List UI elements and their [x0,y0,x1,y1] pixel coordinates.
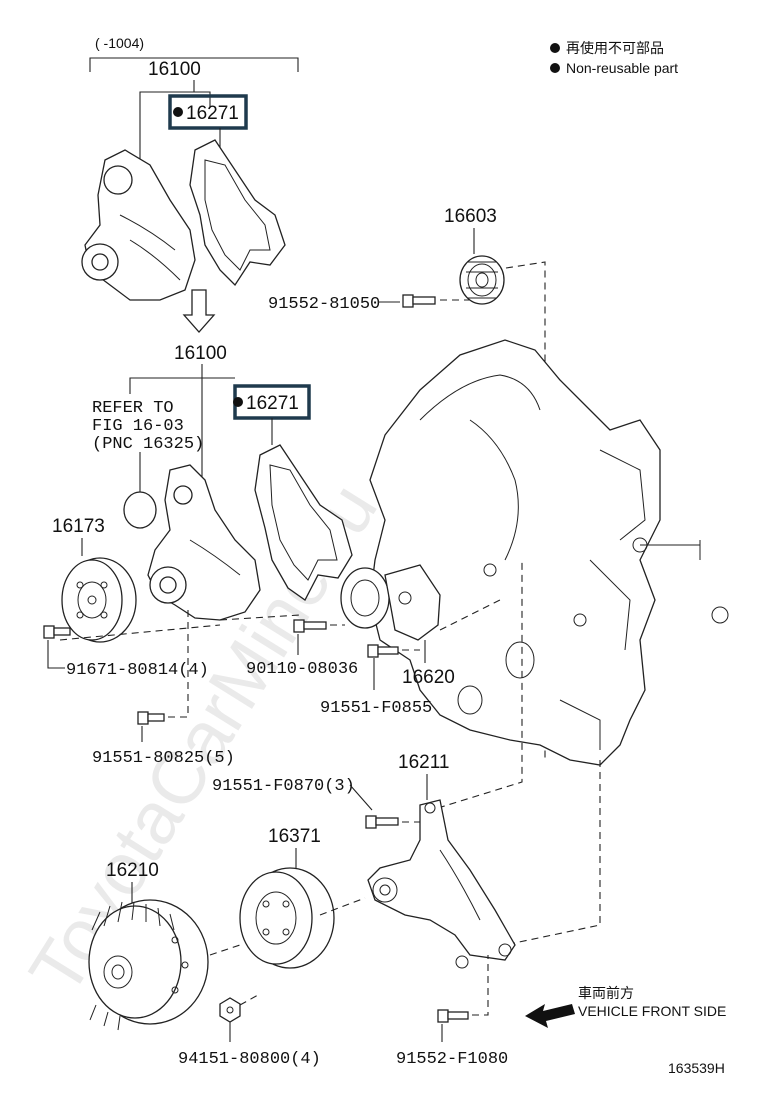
part-91671-80814: 91671-80814(4) [66,661,209,680]
figure-id: 163539H [668,1060,725,1076]
bolt-91671-80814 [43,625,71,639]
bolt-91552-F1080 [437,1009,469,1023]
part-91551-F0870: 91551-F0870(3) [212,777,355,796]
vehicle-front-arrow-icon [525,1004,575,1028]
refer-note-line2: FIG 16-03 [92,417,184,436]
part-16603: 16603 [444,206,497,227]
gasket-new [254,444,353,601]
part-16100-top: 16100 [148,59,201,80]
bolt-91552-81050 [402,294,436,308]
bolt-91551-F0870 [365,815,399,829]
part-91551-F0855: 91551-F0855 [320,699,432,718]
bracket-line [89,57,299,72]
non-reusable-dot-icon [550,63,560,73]
part-16211: 16211 [398,752,449,773]
part-16371: 16371 [268,826,321,847]
bolt-91551-F0855 [367,644,399,658]
fan-pulley-16371 [239,867,335,969]
bolt-90110-08036 [293,619,327,633]
timing-chain-cover [369,339,729,766]
water-pump-new [147,464,261,621]
non-reusable-dot-icon [550,43,560,53]
arrow-down-icon [182,289,216,333]
refer-note-line1: REFER TO [92,399,174,418]
part-91551-80825: 91551-80825(5) [92,749,235,768]
pulley-16173 [61,557,137,643]
part-16173: 16173 [52,516,105,537]
legend-en: Non-reusable part [566,60,678,76]
part-90110-08036: 90110-08036 [246,660,358,679]
o-ring [123,491,157,529]
date-range: ( -1004) [95,35,144,51]
highlight-box-16271-top [168,94,248,130]
part-91552-81050: 91552-81050 [268,295,380,314]
fan-bracket-16211 [367,799,516,969]
refer-note-line3: (PNC 16325) [92,435,204,454]
part-16100-mid: 16100 [174,343,227,364]
part-16210: 16210 [106,860,159,881]
part-16271-mid: 16271 [246,393,299,414]
legend-jp: 再使用不可部品 [566,40,664,56]
part-94151-80800: 94151-80800(4) [178,1050,321,1069]
non-reusable-dot-icon [173,107,183,117]
water-pump-old [81,149,196,301]
non-reusable-dot-icon [233,397,243,407]
tensioner-16620 [340,564,441,641]
gasket-old [189,139,286,287]
part-16271-top: 16271 [186,103,239,124]
bolt-91551-80825 [137,711,165,725]
fan-clutch-16210 [88,899,209,1031]
direction-en: VEHICLE FRONT SIDE [578,1003,726,1019]
direction-jp: 車両前方 [578,985,634,1001]
part-91552-F1080: 91552-F1080 [396,1050,508,1069]
legend: 再使用不可部品 Non-reusable part [550,40,678,76]
part-16620: 16620 [402,667,455,688]
idler-pulley-16603 [459,255,505,305]
nut-94151-80800 [219,997,241,1023]
